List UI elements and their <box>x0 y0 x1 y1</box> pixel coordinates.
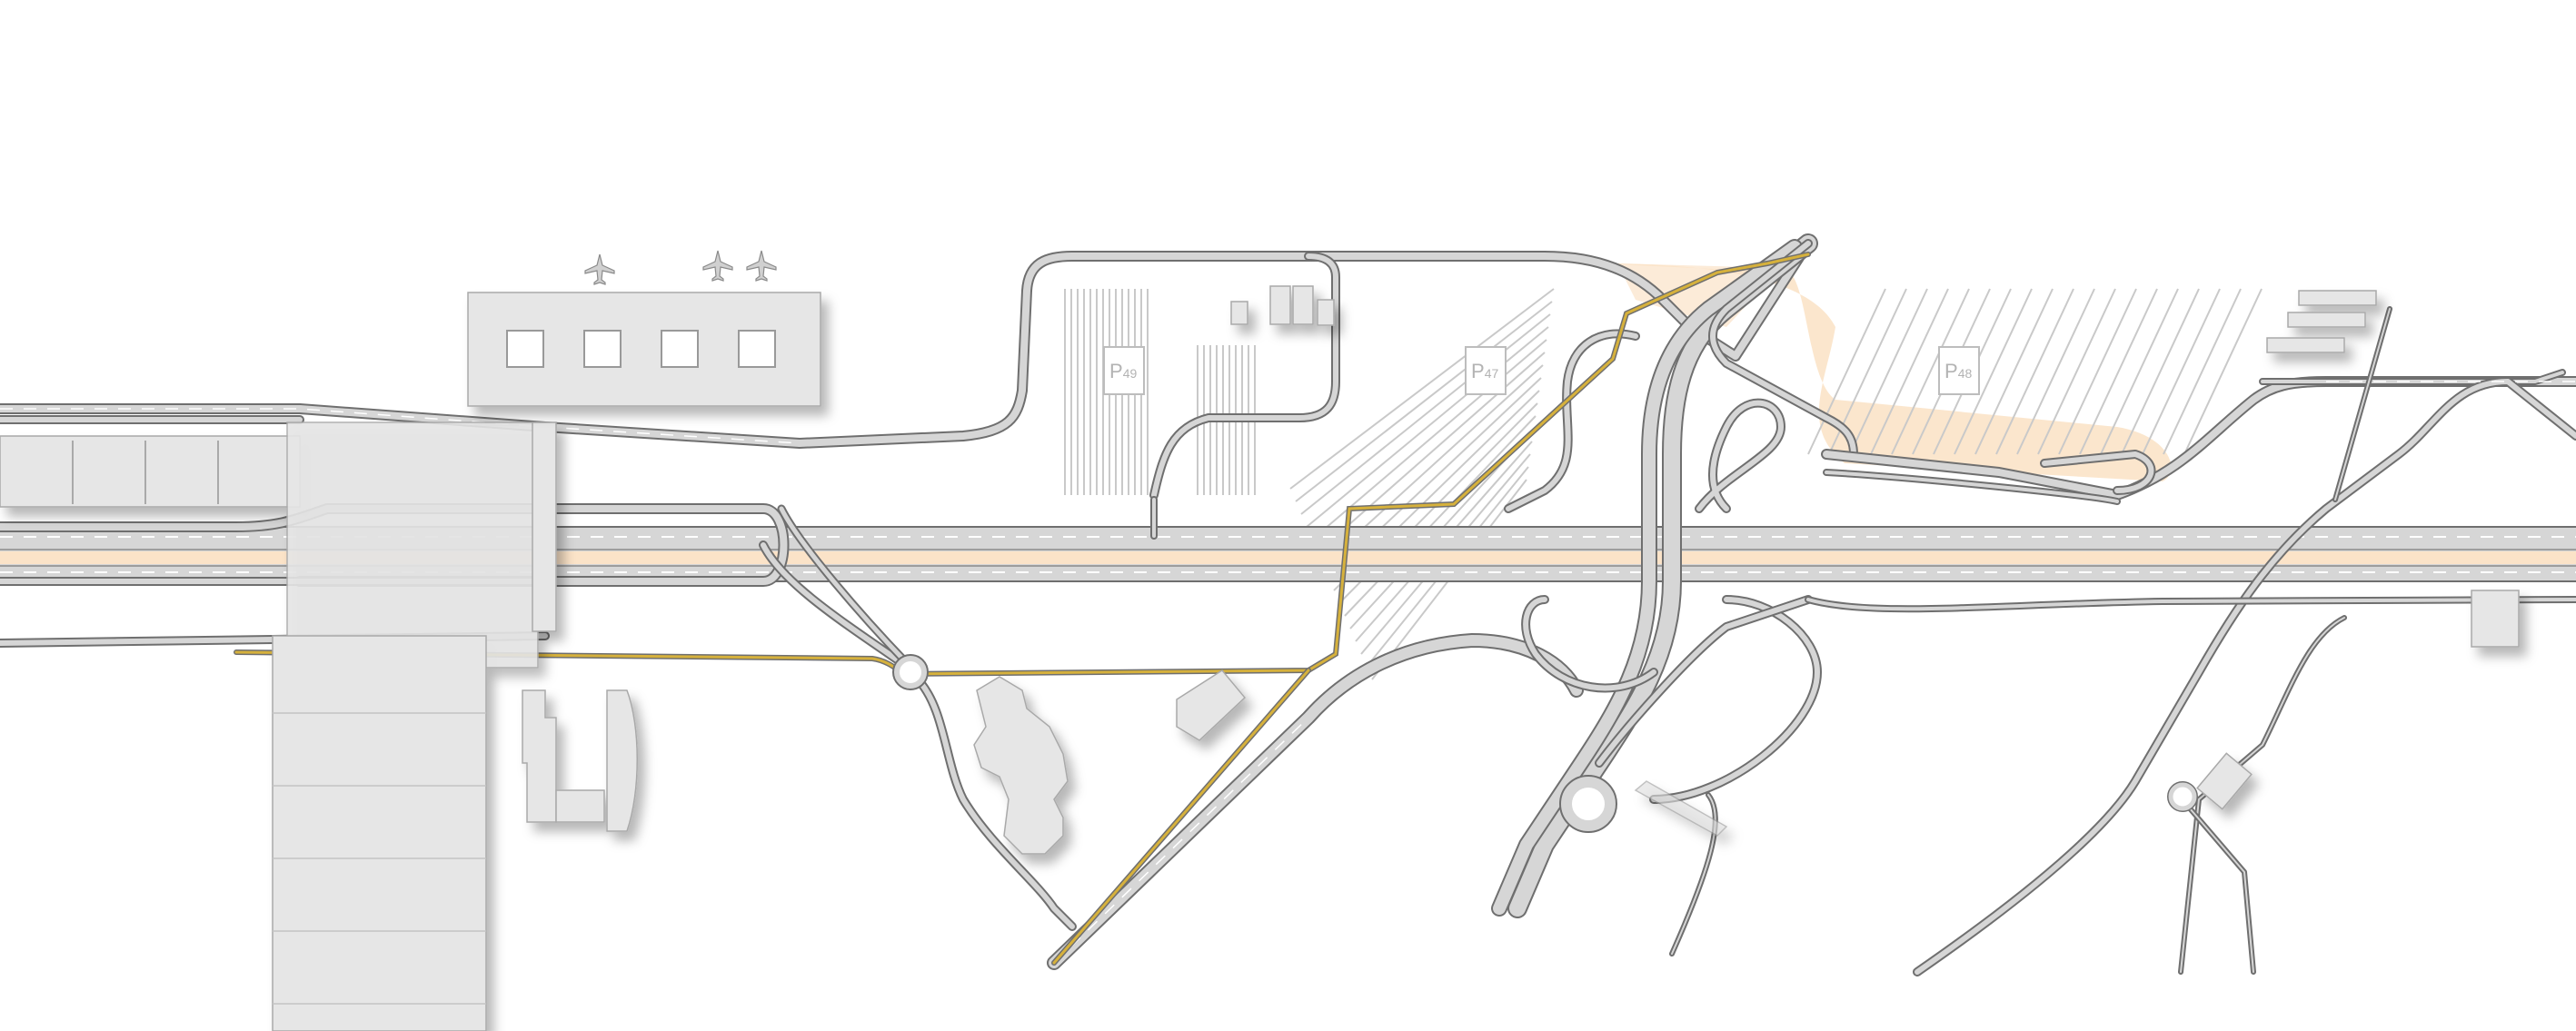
svg-text:P48: P48 <box>1944 360 1972 382</box>
airplane-icon <box>746 250 777 282</box>
terminal-complex <box>0 421 557 1031</box>
airplane-markers <box>584 250 777 285</box>
terminal-building-top <box>467 292 821 407</box>
misc-buildings <box>522 285 2520 855</box>
roundabouts <box>892 654 2198 833</box>
parking-label-p49: P49 <box>1103 346 1145 395</box>
parking-label-p48: P48 <box>1938 346 1980 395</box>
parking-lot-p47 <box>1289 288 1555 680</box>
svg-text:P47: P47 <box>1471 360 1498 382</box>
parking-lot-p48 <box>1807 288 2263 455</box>
airplane-icon <box>702 250 733 282</box>
airplane-icon <box>584 253 615 285</box>
parking-label-p47: P47 <box>1465 346 1507 395</box>
svg-text:P49: P49 <box>1109 360 1137 382</box>
